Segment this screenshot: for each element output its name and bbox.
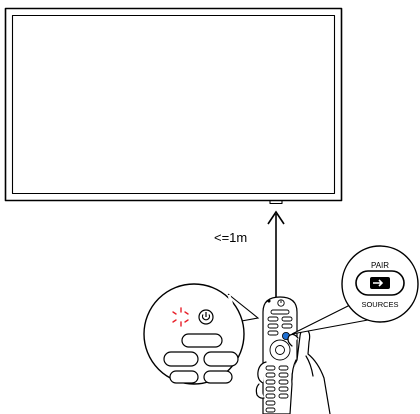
remote-buttons <box>265 299 293 413</box>
power-icon <box>198 309 214 325</box>
distance-label: <=1m <box>214 230 247 245</box>
pair-label: PAIR <box>371 261 389 270</box>
source-input-icon <box>355 270 405 296</box>
remote-control <box>262 296 298 414</box>
tv-screen <box>4 7 343 205</box>
hand-illustration <box>255 329 331 414</box>
sources-label: SOURCES <box>361 300 398 309</box>
distance-arrow <box>267 210 285 306</box>
indicator-light <box>172 307 189 327</box>
callout-remote-buttons <box>163 333 239 384</box>
